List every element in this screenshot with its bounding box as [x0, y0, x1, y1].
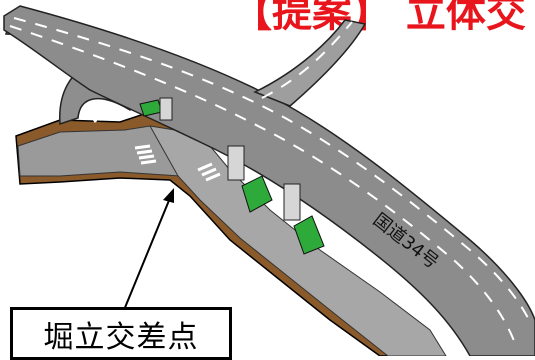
- callout-arrow: [123, 188, 174, 311]
- surface-road-south: [149, 125, 447, 356]
- intersection-callout: 堀立交差点: [10, 307, 232, 360]
- crosswalk: [86, 107, 221, 182]
- bridge-pillars: [159, 97, 301, 221]
- upper-branch: [253, 19, 367, 107]
- green-medians: [139, 99, 325, 255]
- lane-markings: [9, 17, 533, 347]
- callout-label: 堀立交差点: [43, 319, 199, 355]
- diagram-title: 【提案】 立体交: [232, 0, 526, 36]
